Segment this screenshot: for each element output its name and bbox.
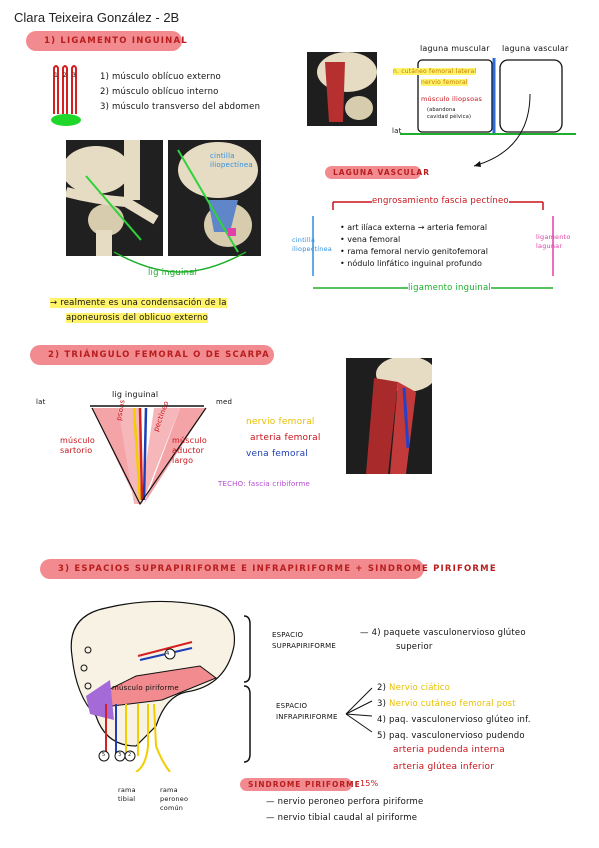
content-item-3: • rama femoral nervio genitofemoral: [340, 247, 488, 256]
rama-peroneo-label: rama peroneo común: [160, 786, 189, 812]
lagunas-diagram: [400, 58, 576, 167]
engrosamiento-label: engrosamiento fascia pectíneo: [372, 196, 509, 206]
arteria-pudenda-label: arteria pudenda interna: [393, 745, 505, 755]
ligamento-lagunar-label: ligamento lagunar: [536, 233, 571, 250]
espacio-supra-label-2: SUPRAPIRIFORME: [272, 642, 337, 650]
laguna-vascular-contents: • art ilíaca externa → arteria femoral •…: [340, 222, 488, 270]
cintilla-side-label: cintilla iliopectínea: [292, 236, 332, 253]
laguna-muscular-title: laguna muscular: [420, 44, 490, 53]
muscle-item-1: 1) músculo oblícuo externo: [100, 72, 221, 82]
sindrome-item-1: — nervio peroneo perfora piriforme: [266, 797, 424, 807]
section3-title: 3) ESPACIOS SUPRAPIRIFORME E INFRAPIRIFO…: [40, 559, 496, 579]
thigh-muscle-image: [346, 358, 432, 474]
n-cutaneo-label: n. cutáneo femoral lateral: [393, 68, 477, 75]
abandona-label-2: cavidad pélvica): [427, 114, 472, 120]
supra-item-1: — 4) paquete vasculonervioso glúteo: [360, 628, 526, 638]
lig-inguinal-label: lig inguinal: [148, 268, 198, 278]
infra-item-4: 5) paq. vasculonervioso pudendo: [377, 731, 525, 741]
cintilla-label: cintilla iliopectínea: [210, 152, 253, 169]
med-label: med: [216, 398, 233, 406]
pelvis-image-1: [66, 140, 163, 256]
content-item-2: • vena femoral: [340, 235, 401, 244]
vena-femoral-legend: vena femoral: [246, 449, 309, 459]
sartorio-label: músculo sartorio: [60, 436, 96, 455]
espacio-infra-label-1: ESPACIO: [276, 702, 308, 710]
rama-tibial-label: rama tibial: [118, 786, 136, 803]
laguna-vascular-pill: LAGUNA VASCULAR: [325, 166, 429, 179]
circle-label-2: 2: [128, 752, 132, 758]
sindrome-item-2: — nervio tibial caudal al piriforme: [266, 813, 418, 823]
laguna-vascular-title: laguna vascular: [502, 44, 569, 53]
note-line-1: → realmente es una condensación de la: [50, 298, 227, 308]
supra-item-2: superior: [396, 642, 433, 652]
spaces-brackets: [243, 615, 251, 763]
lig-inguinal-bracket: [113, 251, 247, 273]
espacio-infra-label-2: INFRAPIRIFORME: [276, 713, 338, 721]
sindrome-percent: 15%: [360, 779, 379, 788]
pelvis-image-2: [168, 140, 261, 256]
gluteal-region-diagram: [70, 600, 236, 772]
note-line-2: aponeurosis del oblicuo externo: [66, 313, 209, 323]
section2-title: 2) TRIÁNGULO FEMORAL O DE SCARPA: [30, 345, 274, 365]
aductor-label: músculo aductor largo: [172, 436, 208, 465]
infra-list: 2) Nervio ciático 3) Nervio cutáneo femo…: [377, 680, 531, 744]
scarpa-triangle: [90, 405, 207, 506]
techo-label: TECHO: fascia cribiforme: [218, 480, 311, 488]
muscle-list: 1) músculo oblícuo externo 2) músculo ob…: [100, 70, 260, 115]
lig-inguinal-tri-label: lig inguinal: [112, 390, 159, 399]
abandona-label-1: (abandona: [427, 107, 456, 113]
content-item-1: • art ilíaca externa → arteria femoral: [340, 223, 488, 232]
layer-number-1: 1: [54, 72, 59, 79]
page-title: Clara Teixeira González - 2B: [14, 10, 180, 25]
nervio-femoral-label: nervio femoral: [421, 79, 468, 86]
musculo-piriforme-label: músculo piriforme: [112, 684, 179, 692]
arteria-femoral-legend: arteria femoral: [250, 433, 321, 443]
layer-number-2: 2: [63, 72, 68, 79]
muscle-item-3: 3) músculo transverso del abdomen: [100, 102, 261, 112]
section1-title: 1) LIGAMENTO INGUINAL: [26, 31, 187, 51]
circle-label-4-top: 4: [166, 651, 170, 657]
infra-item-1: 2) Nervio ciático: [377, 683, 451, 693]
ligamento-inguinal-label: ligamento inguinal: [408, 283, 491, 293]
infra-item-3: 4) paq. vasculonervioso glúteo inf.: [377, 715, 531, 725]
layer-number-3: 3: [72, 72, 77, 79]
abdominal-layers-diagram: [51, 65, 81, 126]
infra-item-2: 3) Nervio cutáneo femoral post: [377, 699, 516, 709]
sindrome-piriforme-pill: SINDROME PIRIFORME: [240, 778, 360, 791]
espacio-supra-label-1: ESPACIO: [272, 631, 304, 639]
muscle-item-2: 2) músculo oblícuo interno: [100, 87, 219, 97]
nervio-femoral-legend: nervio femoral: [246, 417, 315, 427]
arteria-glutea-label: arteria glútea inferior: [393, 762, 495, 772]
content-item-4: • nódulo linfático inguinal profundo: [340, 259, 482, 268]
lat-label-top: lat: [392, 127, 402, 135]
hip-muscle-image: [307, 52, 377, 126]
musculo-iliopsoas-label: músculo iliopsoas: [421, 95, 483, 103]
circle-label-5: 5: [102, 752, 106, 758]
circle-label-3: 3: [118, 752, 122, 758]
lat-label: lat: [36, 398, 46, 406]
infra-fan-lines: [345, 687, 373, 733]
